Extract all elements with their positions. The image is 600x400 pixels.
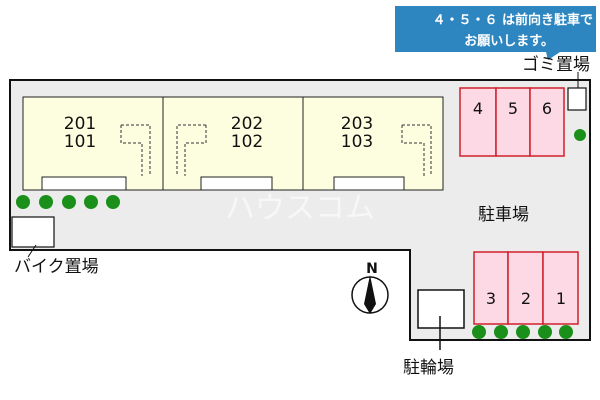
entrance-stair <box>120 124 151 176</box>
north-arrow-icon <box>364 275 376 314</box>
parking-row-bottom: 3 2 1 <box>473 251 579 325</box>
parking-stall <box>459 87 497 157</box>
tree-row-parking <box>472 325 573 339</box>
notice-line2: お願いします。 <box>464 34 554 49</box>
tree <box>84 195 98 209</box>
stall-number: 6 <box>542 99 552 118</box>
parking-notice: ４・５・６ は前向き駐車で お願いします。 <box>432 12 593 49</box>
north-arrow: N <box>351 261 389 314</box>
balcony <box>333 176 405 191</box>
parking-stall <box>542 251 579 325</box>
bike-parking-box <box>11 216 55 248</box>
watermark: ハウスコム <box>225 191 375 226</box>
tree <box>516 325 530 339</box>
bike-parking-label: バイク置場 <box>14 257 99 277</box>
tree <box>39 195 53 209</box>
stall-number: 2 <box>521 289 531 308</box>
bicycle-parking-label: 駐輪場 <box>403 358 454 378</box>
building-body <box>22 96 444 191</box>
unit-1f-label: 102 <box>231 132 263 152</box>
tree <box>472 325 486 339</box>
garbage-box <box>567 87 587 111</box>
entrance-stair <box>401 124 432 176</box>
notice-line1: ４・５・６ は前向き駐車で <box>432 12 593 28</box>
parking-stall <box>473 251 509 325</box>
unit-1f-label: 103 <box>341 132 373 152</box>
tree <box>538 325 552 339</box>
balcony <box>41 176 127 191</box>
parking-stall <box>529 87 565 157</box>
tree <box>16 195 30 209</box>
bicycle-parking-box <box>417 289 465 329</box>
parking-lot-label: 駐車場 <box>478 205 529 225</box>
parking-stall <box>495 87 531 157</box>
stall-number: 5 <box>508 99 518 118</box>
tree <box>559 325 573 339</box>
stall-number: 1 <box>556 289 566 308</box>
north-label: N <box>366 261 378 277</box>
parking-stall <box>507 251 544 325</box>
unit-1f-label: 101 <box>64 132 96 152</box>
balcony <box>200 176 273 191</box>
tree-row-building <box>16 195 120 209</box>
entrance-stair <box>176 124 207 176</box>
notice-bubble <box>395 6 596 60</box>
apartment-building: 201 101 202 102 203 103 <box>22 96 444 191</box>
unit-2f-label: 201 <box>64 114 96 134</box>
stall-number: 4 <box>473 99 483 118</box>
leader-line <box>27 244 37 258</box>
garbage-label: ゴミ置場 <box>522 54 590 75</box>
stall-number: 3 <box>486 289 496 308</box>
unit-2f-label: 202 <box>231 114 263 134</box>
tree <box>574 129 586 141</box>
parking-row-top: 4 5 6 <box>459 87 565 157</box>
tree <box>106 195 120 209</box>
tree <box>494 325 508 339</box>
tree <box>62 195 76 209</box>
unit-2f-label: 203 <box>341 114 373 134</box>
